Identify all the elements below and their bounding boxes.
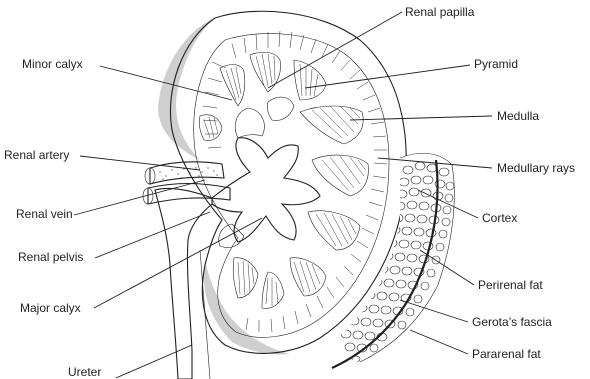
pyramid-bottom-1 [290, 258, 326, 296]
label-medullary-rays: Medullary rays [497, 161, 575, 175]
capsule-shade-left [158, 18, 215, 160]
label-renal-pelvis: Renal pelvis [18, 250, 83, 264]
lower-calyx [219, 224, 244, 248]
label-ureter: Ureter [68, 365, 101, 379]
cortex-inner-boundary [194, 34, 389, 338]
label-perirenal-fat: Perirenal fat [478, 278, 543, 292]
label-renal-vein: Renal vein [16, 207, 73, 221]
label-cortex: Cortex [482, 211, 517, 225]
pyramid-right-3 [308, 211, 360, 250]
label-major-calyx: Major calyx [20, 301, 81, 315]
renal-sinus-calyces [212, 138, 320, 242]
upper-calyx-2 [267, 97, 294, 120]
label-gerotas-fascia: Gerota’s fascia [472, 315, 552, 329]
renal-pelvis [155, 188, 212, 379]
label-medulla: Medulla [497, 109, 539, 123]
pyramid-bottom-2 [262, 272, 284, 308]
pyramid-top-1 [220, 65, 245, 106]
pyramid-striations [204, 54, 366, 306]
label-renal-artery: Renal artery [4, 148, 69, 162]
label-minor-calyx: Minor calyx [22, 57, 83, 71]
pyramids [199, 52, 368, 308]
upper-calyx [235, 108, 264, 138]
pyramid-bottom-3 [233, 258, 258, 298]
pyramid-left-1 [199, 115, 222, 141]
label-renal-papilla: Renal papilla [405, 5, 475, 19]
pyramid-right-2 [312, 155, 368, 196]
label-pyramid: Pyramid [474, 57, 518, 71]
capsule-shade-lower [204, 260, 290, 355]
leader-lines [74, 12, 492, 378]
label-pararenal-fat: Pararenal fat [472, 347, 541, 361]
